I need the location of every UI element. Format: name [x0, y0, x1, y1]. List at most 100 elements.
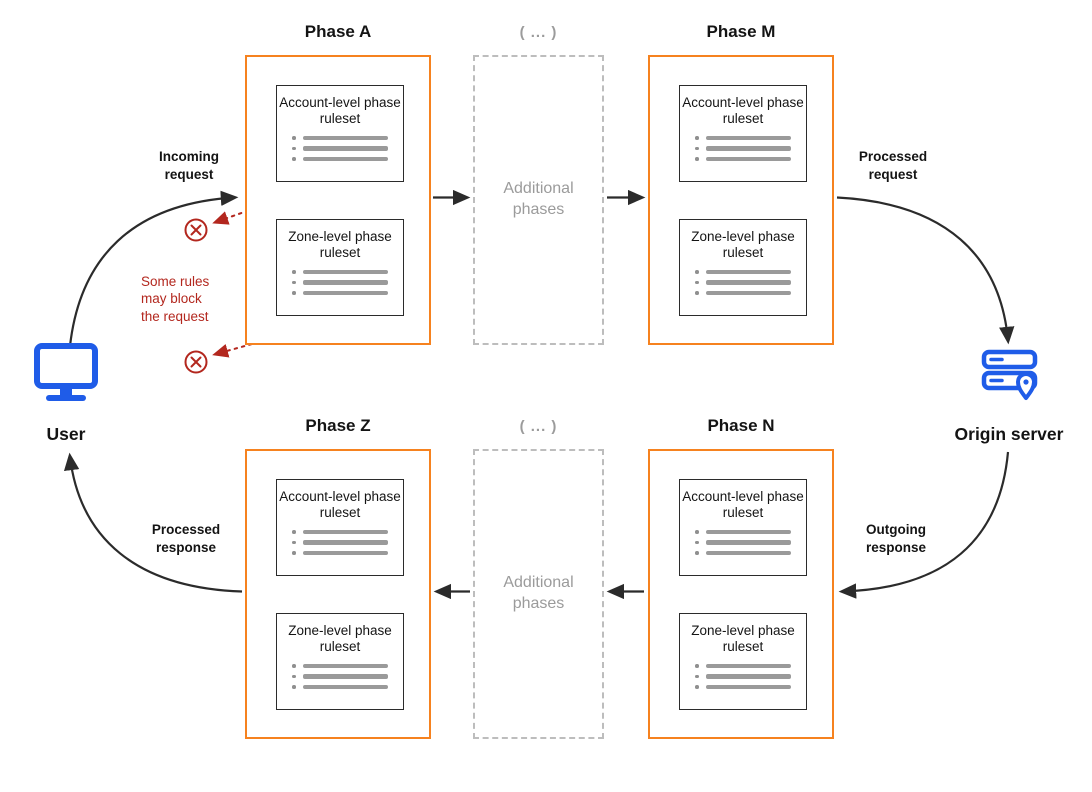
origin-server-icon	[981, 349, 1038, 400]
phase-m-box: Account-level phase ruleset Zone-level p…	[648, 55, 834, 345]
user-monitor-icon	[34, 343, 98, 401]
rule-bullet-icon	[292, 674, 296, 679]
phase-a-box: Account-level phase ruleset Zone-level p…	[245, 55, 431, 345]
rule-bar	[705, 674, 791, 679]
rule-bar	[302, 156, 388, 162]
rule-line	[695, 156, 791, 162]
origin-server-label: Origin server	[954, 424, 1064, 444]
phase-n-box: Account-level phase ruleset Zone-level p…	[648, 449, 834, 739]
rule-bar	[302, 290, 388, 296]
processed-request-arrow	[836, 196, 1015, 345]
phase-z-box: Account-level phase ruleset Zone-level p…	[245, 449, 431, 739]
rule-line	[695, 146, 791, 151]
additional-phases-label: Additional phases	[503, 180, 574, 218]
rule-bullet-icon	[695, 530, 699, 534]
ruleset-rules-list	[277, 269, 403, 296]
rule-line	[292, 269, 388, 275]
zone-ruleset-card: Zone-level phase ruleset	[679, 613, 807, 710]
account-ruleset-label: Account-level phase ruleset	[279, 95, 401, 127]
rule-line	[292, 540, 388, 545]
rule-bullet-icon	[292, 270, 296, 274]
zone-ruleset-card: Zone-level phase ruleset	[276, 613, 404, 710]
rule-bullet-icon	[695, 540, 699, 545]
rule-line	[695, 550, 791, 556]
outgoing-response-label: Outgoing response	[865, 522, 927, 556]
phase-n-title: Phase N	[707, 416, 775, 435]
location-pin-icon	[1016, 372, 1036, 400]
additional-phases-box-bottom: Additional phases	[473, 449, 604, 739]
additional-phases-box-top: Additional phases	[473, 55, 604, 345]
rule-bar	[302, 269, 388, 275]
rule-bar	[705, 156, 791, 162]
rule-line	[695, 269, 791, 275]
zone-ruleset-card: Zone-level phase ruleset	[276, 219, 404, 316]
rule-bullet-icon	[695, 674, 699, 679]
rule-bar	[302, 663, 388, 669]
rule-line	[292, 529, 388, 535]
rule-bar	[705, 550, 791, 556]
additional-phases-ellipsis-bottom: ( ... )	[519, 418, 558, 435]
zone-ruleset-label: Zone-level phase ruleset	[288, 229, 392, 261]
rule-bullet-icon	[695, 685, 699, 689]
user-label: User	[46, 424, 86, 444]
rule-bar	[705, 663, 791, 669]
rule-bar	[705, 280, 791, 285]
phase-a-title: Phase A	[304, 22, 372, 41]
rule-bar	[705, 684, 791, 690]
rule-bar	[705, 290, 791, 296]
rule-bullet-icon	[292, 530, 296, 534]
rule-line	[292, 290, 388, 296]
rule-bullet-icon	[695, 291, 699, 295]
zone-ruleset-label: Zone-level phase ruleset	[691, 229, 795, 261]
rule-bullet-icon	[292, 291, 296, 295]
rule-bullet-icon	[695, 157, 699, 161]
rule-line	[695, 684, 791, 690]
rule-line	[292, 684, 388, 690]
account-ruleset-card: Account-level phase ruleset	[276, 479, 404, 576]
rule-bar	[302, 684, 388, 690]
rule-bullet-icon	[695, 280, 699, 285]
rule-bullet-icon	[695, 664, 699, 668]
ruleset-rules-list	[680, 269, 806, 296]
rule-bar	[302, 540, 388, 545]
rule-bar	[705, 269, 791, 275]
rule-line	[292, 663, 388, 669]
account-ruleset-card: Account-level phase ruleset	[679, 479, 807, 576]
zone-ruleset-label: Zone-level phase ruleset	[288, 623, 392, 655]
rule-line	[695, 280, 791, 285]
rule-bar	[302, 135, 388, 141]
rule-bullet-icon	[292, 157, 296, 161]
rule-bar	[302, 674, 388, 679]
rule-line	[695, 663, 791, 669]
rule-bullet-icon	[695, 551, 699, 555]
ruleset-rules-list	[680, 529, 806, 556]
additional-phases-label: Additional phases	[503, 574, 574, 612]
account-ruleset-card: Account-level phase ruleset	[276, 85, 404, 182]
rule-line	[292, 146, 388, 151]
rule-bar	[705, 540, 791, 545]
rule-bullet-icon	[292, 280, 296, 285]
rule-bar	[705, 135, 791, 141]
rule-line	[695, 540, 791, 545]
rule-bullet-icon	[695, 146, 699, 151]
phase-m-title: Phase M	[706, 22, 776, 41]
rule-bullet-icon	[292, 146, 296, 151]
rule-line	[695, 290, 791, 296]
rule-bar	[302, 146, 388, 151]
block-x-icon	[184, 218, 208, 242]
rule-line	[292, 550, 388, 556]
rule-bar	[302, 550, 388, 556]
zone-ruleset-card: Zone-level phase ruleset	[679, 219, 807, 316]
rule-line	[292, 156, 388, 162]
additional-phases-ellipsis-top: ( ... )	[519, 24, 558, 41]
rule-line	[292, 280, 388, 285]
ruleset-rules-list	[277, 663, 403, 690]
rule-bar	[705, 529, 791, 535]
block-note: Some rules may block the request	[141, 274, 210, 324]
phase-z-title: Phase Z	[305, 416, 371, 435]
rule-line	[695, 529, 791, 535]
rule-bar	[705, 146, 791, 151]
rule-bullet-icon	[292, 664, 296, 668]
account-ruleset-label: Account-level phase ruleset	[682, 489, 804, 521]
